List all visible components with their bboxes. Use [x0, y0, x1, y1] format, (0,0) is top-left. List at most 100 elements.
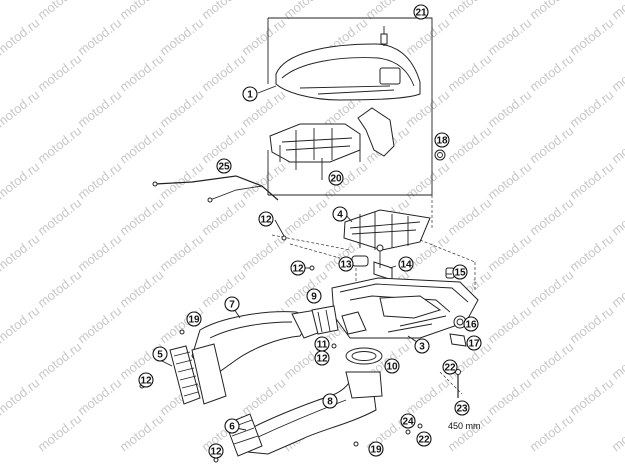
watermark-text: motod.ru — [609, 123, 625, 166]
callout-5: 5 — [152, 346, 168, 362]
bellows-9 — [311, 305, 339, 335]
ring-10 — [345, 347, 383, 365]
callout-22: 22 — [416, 431, 432, 447]
callout-circle — [332, 206, 348, 222]
callout-circle — [224, 296, 240, 312]
watermark-text: motod.ru — [485, 375, 535, 418]
hose-length-label: 450 mm — [448, 421, 481, 431]
grille-plate-5 — [169, 343, 227, 405]
callout-number: 9 — [311, 292, 317, 303]
callout-number: 20 — [330, 174, 342, 185]
callout-number: 17 — [468, 339, 480, 350]
callout-18: 18 — [434, 132, 450, 148]
watermark-text: motod.ru — [609, 267, 625, 310]
callout-12: 12 — [314, 350, 330, 366]
callout-number: 16 — [465, 320, 477, 331]
watermark-text: motod.ru — [567, 231, 617, 274]
watermark-text: motod.ru — [281, 195, 331, 238]
callout-number: 8 — [327, 397, 333, 408]
callout-20: 20 — [328, 170, 344, 186]
watermark-text: motod.ru — [35, 411, 85, 454]
callout-1: 1 — [242, 86, 258, 102]
watermark-text: motod.ru — [157, 231, 207, 274]
watermark-text: motod.ru — [485, 15, 535, 58]
watermark-text: motod.ru — [0, 375, 42, 418]
callout-number: 12 — [260, 215, 272, 226]
watermark-text: motod.ru — [199, 51, 249, 94]
watermark-text: motod.ru — [403, 15, 453, 58]
watermark-text: motod.ru — [445, 411, 495, 454]
callout-circle — [416, 431, 432, 447]
callout-number: 22 — [418, 435, 430, 446]
callout-24: 24 — [400, 413, 416, 429]
watermark-text: motod.ru — [75, 159, 125, 202]
callout-circle — [242, 86, 258, 102]
callout-circle — [434, 132, 450, 148]
watermark-text: motod.ru — [199, 195, 249, 238]
watermark-text: motod.ru — [485, 231, 535, 274]
watermark-text: motod.ru — [35, 123, 85, 166]
callout-number: 12 — [140, 376, 152, 387]
cover-insert-grid — [269, 107, 395, 180]
callout-circle — [442, 359, 458, 375]
callout-circle — [208, 443, 224, 459]
watermark-text: motod.ru — [117, 267, 167, 310]
callout-10: 10 — [384, 358, 400, 374]
callout-15: 15 — [452, 264, 468, 280]
callout-circle — [466, 335, 482, 351]
intake-duct-8 — [243, 371, 383, 455]
watermark-text: motod.ru — [75, 87, 125, 130]
callout-14: 14 — [398, 256, 414, 272]
callout-number: 22 — [444, 363, 456, 374]
watermark-text: motod.ru — [35, 51, 85, 94]
callout-19: 19 — [368, 441, 384, 457]
watermark-text: motod.ru — [75, 231, 125, 274]
callout-circle — [186, 311, 202, 327]
callout-number: 10 — [386, 362, 398, 373]
watermark-text: motod.ru — [117, 51, 167, 94]
watermark-text: motod.ru — [0, 303, 42, 346]
watermark-text: motod.ru — [527, 51, 577, 94]
watermark-text: motod.ru — [117, 0, 167, 22]
callout-22: 22 — [442, 359, 458, 375]
watermark-text: motod.ru — [609, 0, 625, 22]
watermark-text: motod.ru — [527, 0, 577, 22]
callout-circle — [400, 413, 416, 429]
callout-circle — [454, 400, 470, 416]
hose-clamp-18 — [434, 149, 446, 161]
watermark-text: motod.ru — [199, 0, 249, 22]
callout-circle — [338, 256, 354, 272]
watermark-text: motod.ru — [35, 0, 85, 22]
callout-17: 17 — [466, 335, 482, 351]
watermark-text: motod.ru — [199, 267, 249, 310]
callout-number: 12 — [292, 264, 304, 275]
watermark-text: motod.ru — [485, 159, 535, 202]
callout-number: 19 — [188, 315, 200, 326]
watermark-text: motod.ru — [567, 159, 617, 202]
callout-circle — [414, 338, 430, 354]
watermark-text: motod.ru — [281, 267, 331, 310]
watermark-text: motod.ru — [403, 159, 453, 202]
watermark-text: motod.ru — [0, 159, 42, 202]
callout-circle — [314, 350, 330, 366]
watermark-text: motod.ru — [609, 411, 625, 454]
watermark-text: motod.ru — [363, 0, 413, 22]
callout-number: 21 — [415, 8, 427, 19]
callout-23: 23 — [454, 400, 470, 416]
watermark-text: motod.ru — [239, 231, 289, 274]
callout-number: 12 — [210, 447, 222, 458]
watermark-text: motod.ru — [445, 0, 495, 22]
air-box-housing — [331, 277, 479, 339]
callout-25: 25 — [216, 158, 232, 174]
callout-8: 8 — [322, 393, 338, 409]
callout-12: 12 — [138, 372, 154, 388]
watermark-text: motod.ru — [75, 303, 125, 346]
watermark-text: motod.ru — [567, 15, 617, 58]
callout-number: 19 — [370, 445, 382, 456]
callout-circle — [216, 158, 232, 174]
callout-circle — [224, 418, 240, 434]
callout-number: 1 — [247, 90, 253, 101]
watermark-text: motod.ru — [117, 195, 167, 238]
callout-circle — [306, 288, 322, 304]
